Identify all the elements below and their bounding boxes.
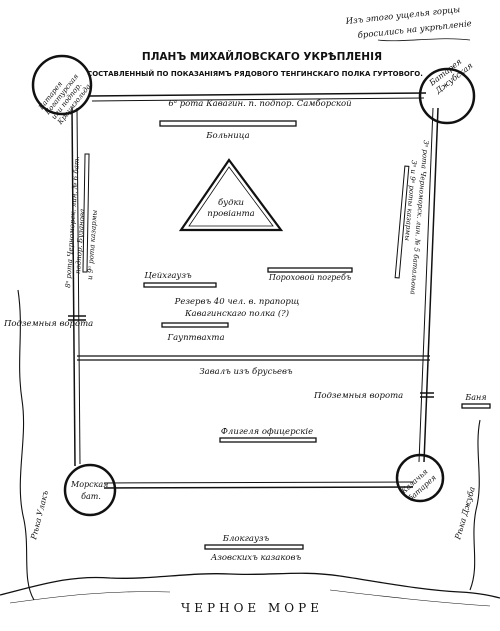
south-wall-outer — [103, 486, 414, 489]
azov-cossacks-label: Азовскихъ казаковъ — [210, 553, 302, 563]
officer-quarters-label: Флигеля офицерскіе — [221, 427, 313, 437]
bastion-southwest: Морская бат. — [63, 463, 117, 517]
bath-building — [461, 403, 491, 409]
svg-text:Рѣка Улакъ: Рѣка Улакъ — [29, 490, 50, 542]
north-wall-inner — [91, 97, 425, 102]
guardhouse-label: Гауптвахта — [166, 333, 224, 343]
fort-walls — [71, 92, 439, 489]
east-barracks: 3ᵃ и 9ᵃ роты казармы 3ᵃ рота Черноморск.… — [394, 140, 430, 295]
bastion-southeast: Казачья батарея — [395, 453, 445, 503]
reserve-label-line1: Резервъ 40 чел. в. прапорщ — [174, 297, 300, 307]
east-barracks-building — [394, 165, 410, 279]
bastion-northeast: Батарея Джубская — [418, 53, 476, 125]
north-garrison-label: 6ᵃ рота Кавагин. п. подпор. Самборской — [168, 98, 351, 109]
blockhouse-building — [204, 544, 304, 550]
west-gate-label: Подземныя ворота — [3, 319, 93, 329]
arsenal-label: Цейхгаузъ — [144, 271, 192, 281]
provisions-label-line1: будки — [218, 197, 244, 208]
provisions-triangle — [178, 158, 284, 232]
west-wall-outer — [71, 107, 76, 467]
west-barracks-building — [82, 153, 90, 273]
hospital-building — [159, 120, 297, 127]
coastline — [0, 572, 500, 599]
hospital-label: Больница — [205, 131, 249, 141]
provisions-label-line2: провіанта — [207, 209, 255, 219]
river-west: Рѣка Улакъ — [17, 289, 50, 601]
powder-cellar-label: Пороховой погребъ — [268, 273, 351, 282]
svg-text:Батарея Джубская: Батарея Джубская — [427, 53, 475, 96]
powder-cellar-building — [267, 267, 353, 273]
gorge-annotation-underline — [377, 38, 471, 42]
bath-label: Баня — [464, 393, 486, 402]
svg-text:Морская бат.: Морская бат. — [70, 480, 111, 501]
north-wall-outer — [89, 92, 427, 97]
bastion-northwest: Батарея Богатурская или подпор. Краумзол… — [31, 54, 94, 127]
east-wall-outer — [423, 107, 439, 463]
svg-text:Рѣка Джуба: Рѣка Джуба — [453, 486, 477, 542]
plan-title: ПЛАНЪ МИХАЙЛОВСКАГО УКРѢПЛЕНІЯ — [142, 50, 382, 63]
sea-label: ЧЕРНОЕ МОРЕ — [181, 601, 323, 615]
reserve-label-line2: Кавагинскаго полка (?) — [184, 308, 289, 319]
south-wall-inner — [103, 481, 414, 484]
east-wall-inner — [418, 107, 434, 463]
west-wall-inner — [76, 107, 81, 465]
log-barrier-label: Завалъ изъ брусьевъ — [199, 366, 293, 377]
west-barracks: 8ᵃ рота Черноморск. лин. № 6 бат. подпор… — [64, 153, 99, 288]
arsenal-building — [143, 282, 217, 288]
coast-hatching — [9, 589, 491, 607]
officer-quarters-building — [219, 437, 317, 443]
river-east: Рѣка Джуба — [453, 419, 481, 591]
plan-subtitle: СОСТАВЛЕННЫЙ ПО ПОКАЗАНІЯМЪ РЯДОВОГО ТЕН… — [87, 69, 423, 78]
svg-text:Батарея Богатурская: Батарея Богатурская или подпор. Краумзол… — [37, 66, 94, 127]
guardhouse-building — [161, 322, 229, 328]
east-gate-label: Подземныя ворота — [313, 391, 403, 401]
blockhouse-label: Блокгаузъ — [222, 534, 270, 544]
